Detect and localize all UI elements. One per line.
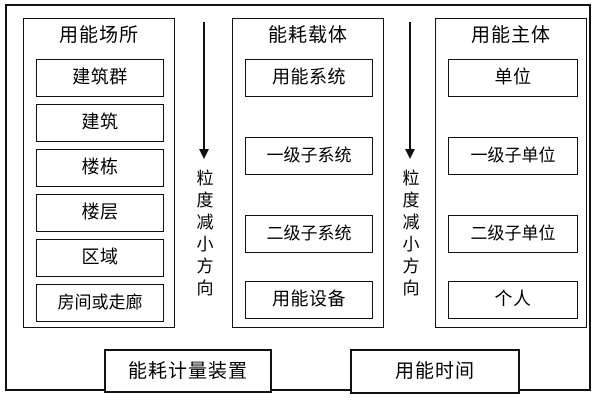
item-box-building-block: 楼栋: [36, 149, 164, 187]
flow-caption-char: 粒: [196, 169, 214, 189]
panel-energy-place: 用能场所 建筑群 建筑 楼栋 楼层 区域 房间或走廊: [23, 18, 175, 328]
item-box-room-or-corridor: 房间或走廊: [36, 284, 164, 322]
flow-caption-char: 小: [402, 235, 420, 255]
panel-title-energy-subject: 用能主体: [470, 24, 551, 46]
panel-energy-subject: 用能主体 单位 一级子单位 二级子单位 个人: [435, 18, 587, 328]
flow-caption-char: 粒: [402, 169, 420, 189]
panel-title-energy-carrier: 能耗载体: [267, 24, 348, 46]
diagram-outer-frame: 用能场所 建筑群 建筑 楼栋 楼层 区域 房间或走廊 粒 度 减 小 方 向 能…: [5, 4, 591, 394]
flow-caption-char: 度: [196, 191, 214, 211]
item-box-individual: 个人: [448, 281, 578, 319]
flow-caption-char: 减: [196, 213, 214, 233]
flow-column-2: 粒 度 减 小 方 向: [388, 18, 434, 328]
flow-caption-char: 向: [196, 279, 214, 299]
panel-title-energy-place: 用能场所: [58, 24, 139, 46]
flow-caption-char: 小: [196, 235, 214, 255]
flow-caption-2: 粒 度 减 小 方 向: [388, 168, 434, 300]
bottom-box-energy-time: 用能时间: [350, 349, 520, 394]
item-box-unit: 单位: [448, 59, 578, 97]
item-box-level2-subsystem: 二级子系统: [245, 215, 373, 253]
arrow-down-icon: [405, 22, 415, 159]
arrow-down-icon: [199, 22, 209, 159]
item-box-energy-equipment: 用能设备: [245, 281, 373, 319]
item-box-level1-subunit: 一级子单位: [448, 137, 578, 175]
item-box-building: 建筑: [36, 104, 164, 142]
item-box-building-group: 建筑群: [36, 59, 164, 97]
item-box-level2-subunit: 二级子单位: [448, 215, 578, 253]
flow-caption-char: 度: [402, 191, 420, 211]
flow-caption-1: 粒 度 减 小 方 向: [182, 168, 228, 300]
flow-caption-char: 方: [402, 257, 420, 277]
item-box-floor: 楼层: [36, 194, 164, 232]
panel-energy-carrier: 能耗载体 用能系统 一级子系统 二级子系统 用能设备: [232, 18, 384, 328]
item-box-zone: 区域: [36, 239, 164, 277]
flow-column-1: 粒 度 减 小 方 向: [182, 18, 228, 328]
flow-caption-char: 向: [402, 279, 420, 299]
flow-caption-char: 减: [402, 213, 420, 233]
bottom-box-metering-device: 能耗计量装置: [104, 349, 272, 393]
item-box-energy-system: 用能系统: [245, 59, 373, 97]
flow-caption-char: 方: [196, 257, 214, 277]
item-box-level1-subsystem: 一级子系统: [245, 137, 373, 175]
